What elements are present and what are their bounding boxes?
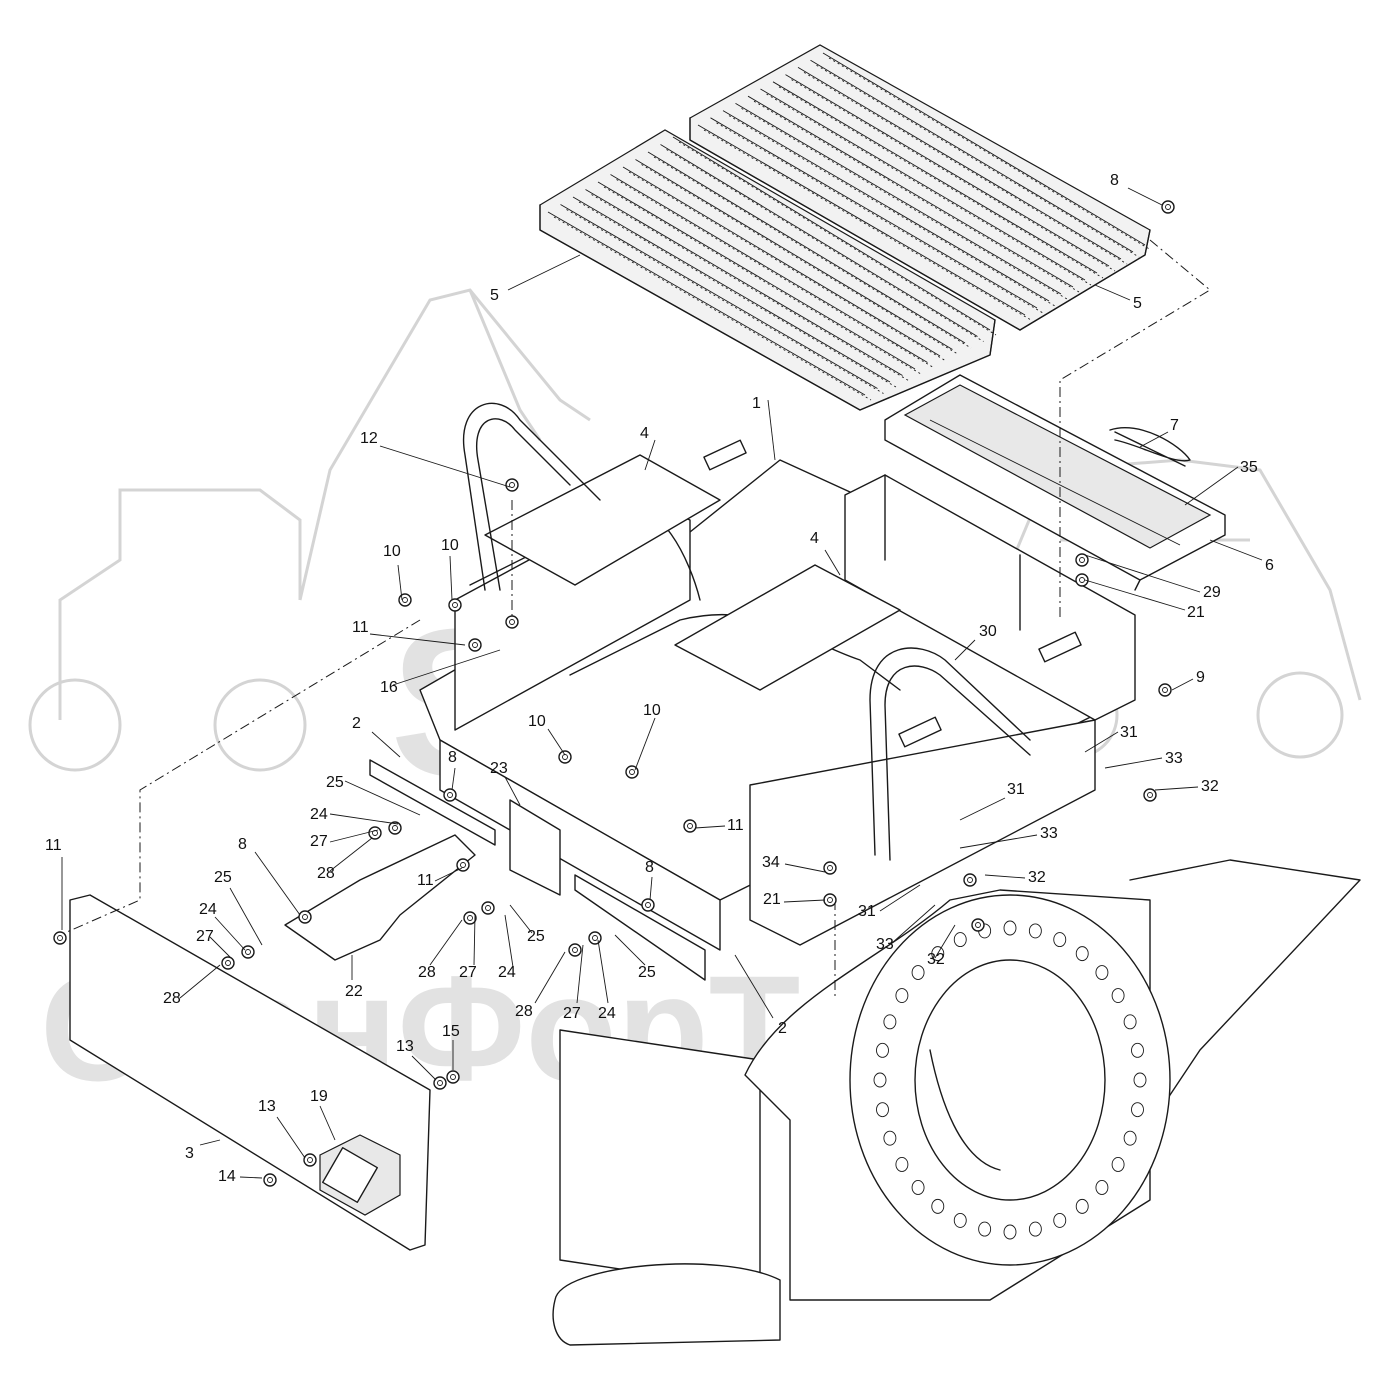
callout-9: 9	[1196, 669, 1205, 686]
callout-4: 4	[640, 425, 649, 442]
callout-11: 11	[352, 619, 369, 636]
callout-5: 5	[490, 287, 499, 304]
callout-1: 1	[752, 395, 761, 412]
callout-23: 23	[490, 760, 508, 777]
callout-21: 21	[1187, 604, 1205, 621]
callout-25: 25	[527, 928, 545, 945]
callout-14: 14	[218, 1168, 236, 1185]
angle-bracket-left	[369, 759, 496, 846]
callout-33: 33	[1165, 750, 1183, 767]
angle-bracket-right	[574, 874, 706, 981]
callout-7: 7	[1170, 417, 1179, 434]
side-panel	[69, 894, 431, 1251]
callout-25: 25	[638, 964, 656, 981]
callout-numbers: 1 2 2 3 4 4 5 5 6 7 8 8 8 8 9 10 10 10 1…	[45, 172, 1274, 1185]
callout-35: 35	[1240, 459, 1258, 476]
clip-pin	[1109, 427, 1191, 467]
callout-8: 8	[1110, 172, 1119, 189]
callout-2: 2	[352, 715, 361, 732]
callout-8: 8	[238, 836, 247, 853]
callout-5: 5	[1133, 295, 1142, 312]
callout-10: 10	[528, 713, 546, 730]
callout-25: 25	[326, 774, 344, 791]
callout-27: 27	[196, 928, 214, 945]
callout-10: 10	[441, 537, 459, 554]
callout-6: 6	[1265, 557, 1274, 574]
callout-4: 4	[810, 530, 819, 547]
callout-11: 11	[417, 872, 434, 889]
callout-3: 3	[185, 1145, 194, 1162]
callout-27: 27	[310, 833, 328, 850]
callout-27: 27	[459, 964, 477, 981]
cover-plate-front	[674, 564, 901, 691]
callout-28: 28	[418, 964, 436, 981]
callout-32: 32	[1028, 869, 1046, 886]
callout-21: 21	[763, 891, 781, 908]
handrail-left-inner	[476, 418, 571, 591]
callout-10: 10	[643, 702, 661, 719]
callout-24: 24	[310, 806, 328, 823]
callout-8: 8	[645, 859, 654, 876]
bracket-clamp	[284, 834, 476, 961]
callout-31: 31	[1007, 781, 1025, 798]
cover-plate-rear	[484, 454, 721, 586]
callout-8: 8	[448, 749, 457, 766]
callout-28: 28	[515, 1003, 533, 1020]
callout-33: 33	[1040, 825, 1058, 842]
callout-13: 13	[258, 1098, 276, 1115]
callout-15: 15	[442, 1023, 460, 1040]
callout-24: 24	[199, 901, 217, 918]
grating-panel-right	[689, 44, 1152, 331]
callout-13: 13	[396, 1038, 414, 1055]
callout-34: 34	[762, 854, 780, 871]
callout-24: 24	[598, 1005, 616, 1022]
callout-31: 31	[858, 903, 876, 920]
callout-27: 27	[563, 1005, 581, 1022]
callout-11: 11	[45, 837, 62, 854]
handrail-left	[462, 402, 601, 591]
handrail-right	[869, 647, 1031, 856]
assembly-lines	[59, 239, 1211, 1000]
callout-10: 10	[383, 543, 401, 560]
chassis-body	[552, 859, 1361, 1346]
callout-19: 19	[310, 1088, 328, 1105]
leader-lines	[61, 187, 1263, 1179]
callout-11: 11	[727, 817, 744, 834]
callout-33: 33	[876, 936, 894, 953]
grating-panel-left	[539, 129, 997, 411]
callout-22: 22	[345, 983, 363, 1000]
callout-12: 12	[360, 430, 378, 447]
callout-28: 28	[163, 990, 181, 1007]
cover-panel	[884, 374, 1226, 591]
callout-16: 16	[380, 679, 398, 696]
callout-31: 31	[1120, 724, 1138, 741]
callout-28: 28	[317, 865, 335, 882]
callout-32: 32	[1201, 778, 1219, 795]
callout-32: 32	[927, 951, 945, 968]
callout-30: 30	[979, 623, 997, 640]
handrail-right-inner	[884, 665, 1031, 861]
callout-24: 24	[498, 964, 516, 981]
bracket-plate	[509, 799, 561, 896]
callout-29: 29	[1203, 584, 1221, 601]
callout-2: 2	[778, 1020, 787, 1037]
callout-25: 25	[214, 869, 232, 886]
